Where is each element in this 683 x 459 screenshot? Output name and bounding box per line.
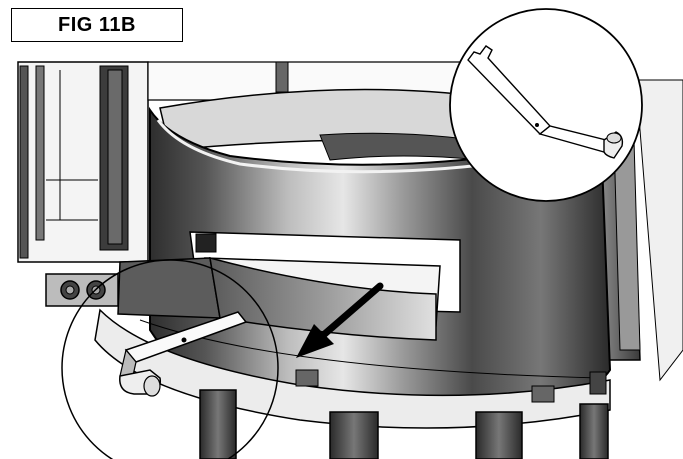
detail-circle-tool — [449, 8, 643, 202]
figure-label: FIG 11B — [11, 8, 183, 42]
stove-legs — [199, 389, 609, 459]
base-clip — [531, 385, 555, 403]
detail-circle-hand — [61, 259, 279, 459]
stove-door — [17, 61, 149, 263]
base-clip — [295, 369, 319, 387]
door-hinge — [45, 273, 119, 307]
pull-out-arrow-icon — [296, 282, 384, 358]
base-clip — [589, 371, 607, 395]
